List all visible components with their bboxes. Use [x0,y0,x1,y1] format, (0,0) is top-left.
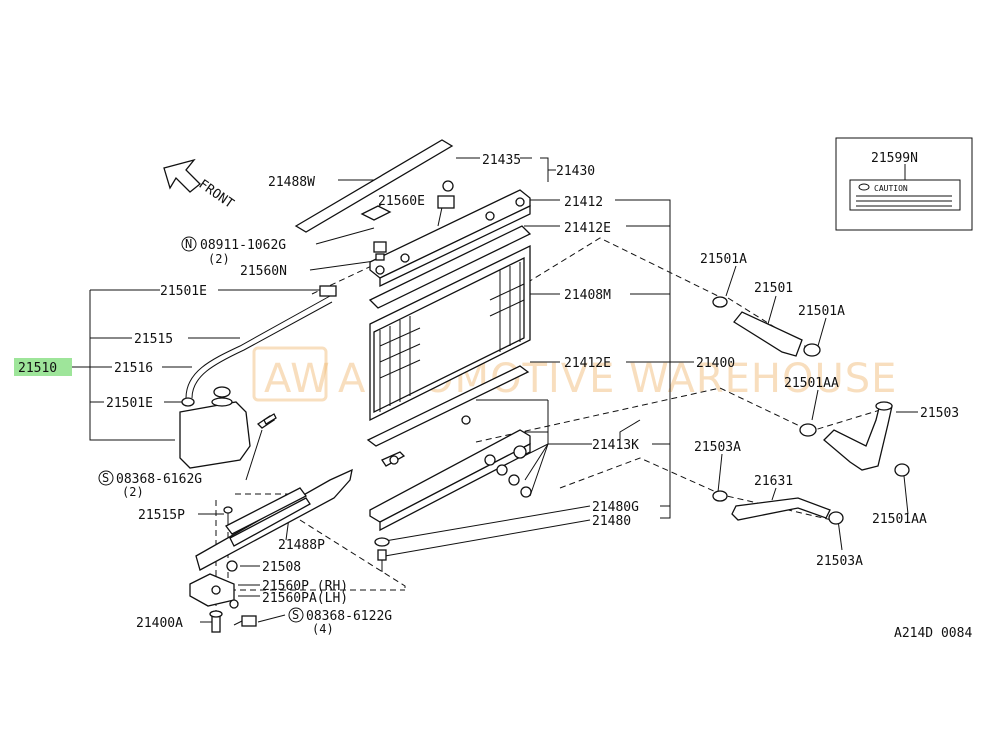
label-08368-6162G[interactable]: 08368-6162G [116,472,202,487]
upper-seal-21488W [294,139,454,233]
label-21488P[interactable]: 21488P [278,538,325,553]
lower-hose-21503 [799,401,910,477]
label-21560N[interactable]: 21560N [240,264,287,279]
highlight-21510 [14,358,72,376]
label-21435[interactable]: 21435 [482,153,521,168]
upper-bracket-21412 [369,180,531,288]
s-circle-letter-1: S [102,471,109,485]
seal-21412E-upper [368,225,532,309]
label-21400[interactable]: 21400 [696,356,735,371]
label-21501[interactable]: 21501 [754,281,793,296]
radiator-core-21408M [369,244,531,422]
label-21408M[interactable]: 21408M [564,288,611,303]
clip-21560E [360,205,392,261]
bolts-21480 [374,537,390,572]
label-21510[interactable]: 21510 [18,361,57,376]
label-21501AA-1[interactable]: 21501AA [784,376,839,391]
bolts-21400A [209,610,257,633]
lower-bracket-21413K [369,415,532,532]
label-21503A-2[interactable]: 21503A [816,554,863,569]
s-circle-icon-2 [288,607,304,623]
label-21501A-1[interactable]: 21501A [700,252,747,267]
watermark-logo: AW [264,356,331,402]
label-21599N: 21599N [871,151,918,166]
label-08368-6122G[interactable]: 08368-6122G [306,609,392,624]
reservoir-tank-21510 [179,285,337,469]
label-21412[interactable]: 21412 [564,195,603,210]
caution-box [835,137,973,231]
label-08368-6162G-qty: (2) [122,485,144,499]
label-21501E-low[interactable]: 21501E [106,396,153,411]
front-label: FRONT [196,177,237,212]
part-labels: 21488W 21435 21430 21412 21560E 21412E 0… [106,153,959,636]
dashed-lines [215,237,881,612]
screw-21515P [223,506,233,524]
label-21413K[interactable]: 21413K [592,438,639,453]
label-21430[interactable]: 21430 [556,164,595,179]
label-21515[interactable]: 21515 [134,332,173,347]
n-circle-letter: N [185,237,192,251]
label-21480G[interactable]: 21480G [592,500,639,515]
label-21412E-mid[interactable]: 21412E [564,356,611,371]
caution-text: CAUTION [874,184,908,193]
label-21560PA[interactable]: 21560PA(LH) [262,591,348,606]
label-21501AA-2[interactable]: 21501AA [872,512,927,527]
label-21412E-top[interactable]: 21412E [564,221,611,236]
label-08911-1062G[interactable]: 08911-1062G [200,238,286,253]
front-arrow-icon [163,158,201,193]
label-21508[interactable]: 21508 [262,560,301,575]
drain-cock [381,451,406,467]
label-21503[interactable]: 21503 [920,406,959,421]
label-21503A-1[interactable]: 21503A [694,440,741,455]
label-21515P[interactable]: 21515P [138,508,185,523]
label-21400A[interactable]: 21400A [136,616,183,631]
side-seal-21488P [195,468,353,571]
label-21560P[interactable]: 21560P (RH) [262,579,348,594]
label-08368-6122G-qty: (4) [312,622,334,636]
s-circle-icon-1 [98,470,114,486]
label-21560E[interactable]: 21560E [378,194,425,209]
s-circle-letter-2: S [292,608,299,622]
mount-bracket-21560P [189,560,239,609]
label-21516[interactable]: 21516 [114,361,153,376]
label-21480[interactable]: 21480 [592,514,631,529]
seal-21412E-mid [366,365,530,447]
n-circle-icon [181,236,197,252]
upper-hose-21501 [712,296,821,357]
hose-21631 [712,490,844,525]
label-21501A-2[interactable]: 21501A [798,304,845,319]
label-21631[interactable]: 21631 [754,474,793,489]
diagram-code: A214D 0084 [894,626,972,641]
label-08911-qty: (2) [208,252,230,266]
label-21488W[interactable]: 21488W [268,175,315,190]
label-21501E-top[interactable]: 21501E [160,284,207,299]
